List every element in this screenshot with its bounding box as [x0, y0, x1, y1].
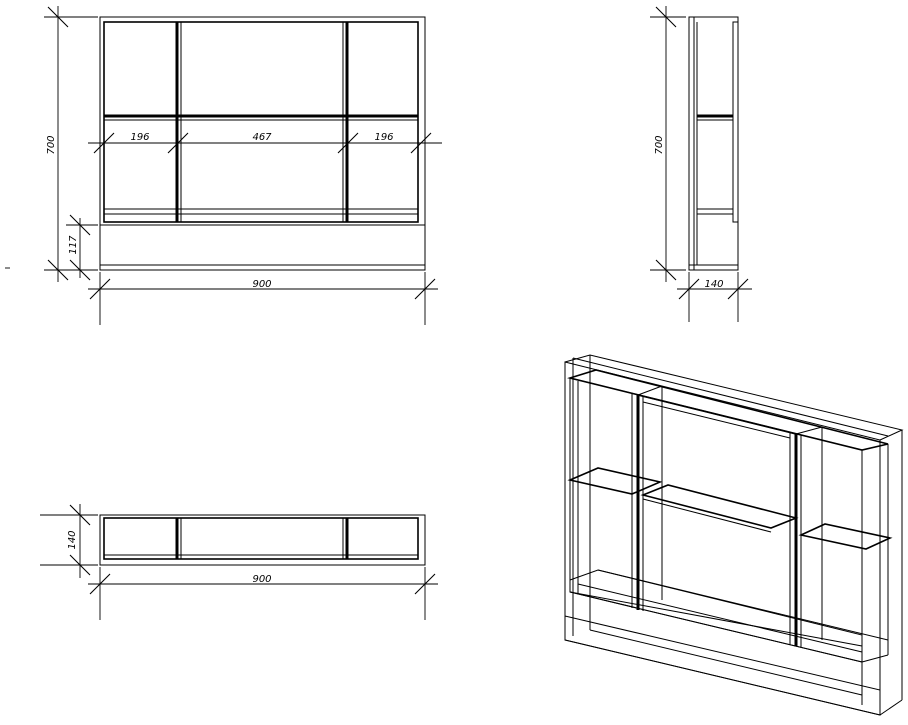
dim-front-right-section: 196 [374, 132, 393, 143]
top-view-dimensions: 140 900 [40, 504, 438, 620]
dim-top-depth: 140 [67, 530, 78, 549]
top-view [99, 514, 426, 566]
side-view-dimensions: 700 140 [650, 6, 752, 322]
dim-front-bottom: 117 [68, 235, 79, 255]
front-view [99, 16, 426, 271]
front-view-dimensions: 700 117 900 196 467 196 [5, 6, 442, 325]
dim-front-middle-section: 467 [252, 132, 272, 143]
side-view [688, 16, 739, 271]
dim-side-depth: 140 [704, 279, 723, 290]
dim-front-width: 900 [252, 279, 271, 290]
dim-side-height: 700 [654, 135, 665, 154]
isometric-view [564, 354, 904, 716]
dim-top-width: 900 [252, 574, 271, 585]
dim-front-height: 700 [46, 135, 57, 154]
dim-front-left-section: 196 [130, 132, 149, 143]
